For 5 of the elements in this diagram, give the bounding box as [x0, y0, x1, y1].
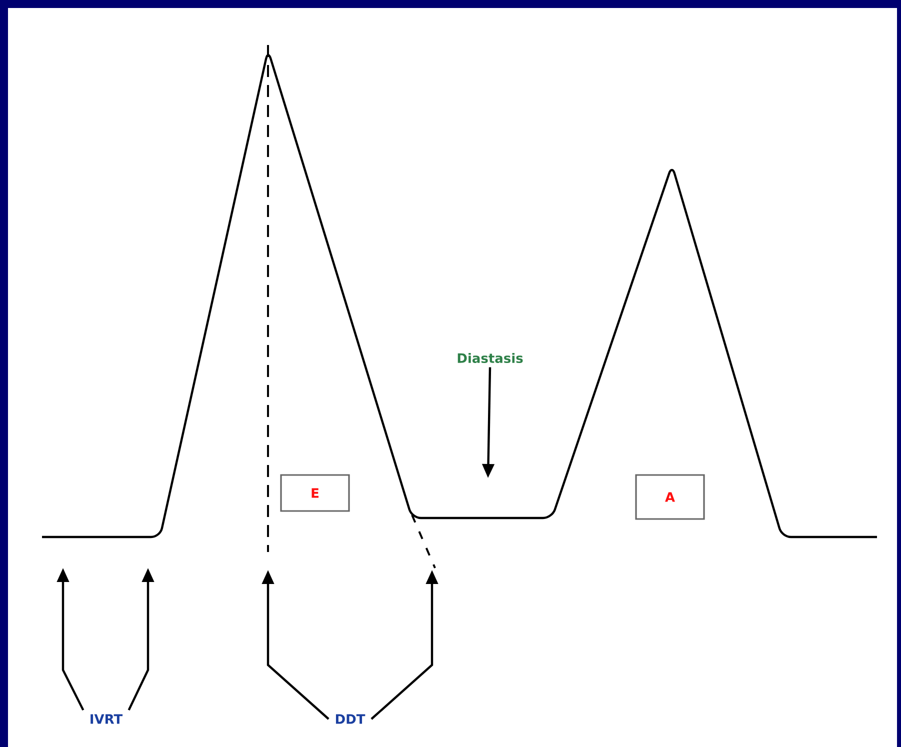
label-box: E	[280, 474, 350, 512]
label-text: IVRT	[90, 714, 123, 724]
label-text: Diastasis	[458, 352, 523, 364]
label-text: DDT	[336, 714, 366, 724]
label-box: A	[635, 474, 705, 520]
